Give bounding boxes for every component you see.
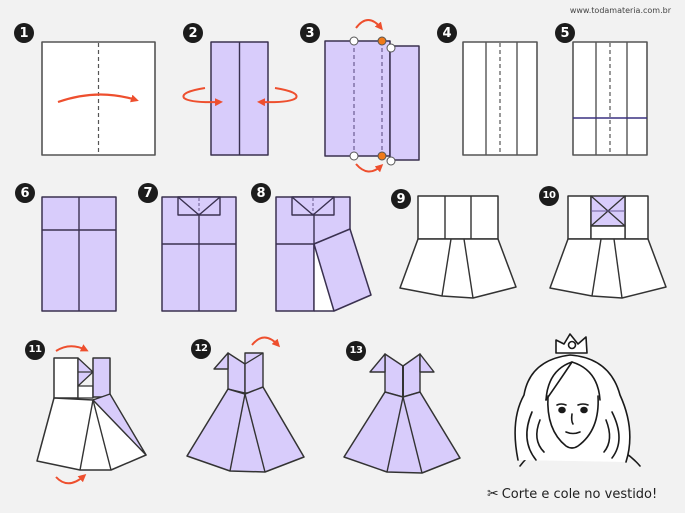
cut-and-paste-caption: ✂ Corte e cole no vestido! — [487, 486, 657, 502]
step-badge-7: 7 — [138, 183, 158, 203]
caption-text: Corte e cole no vestido! — [501, 486, 658, 502]
step-badge-8: 8 — [251, 183, 271, 203]
skirt-flap-fold-icon — [275, 196, 372, 312]
unfolded-four-panels-icon — [462, 41, 538, 156]
scissors-icon: ✂ — [487, 486, 499, 502]
step-badge-12: 12 — [191, 339, 211, 359]
side-fold-dress-icon — [36, 344, 147, 485]
bodice-cross-fold-icon — [549, 195, 667, 299]
step-badge-6: 6 — [15, 183, 35, 203]
watermark-url: www.todamateria.com.br — [569, 6, 671, 15]
step-badge-5: 5 — [555, 23, 575, 43]
step-badge-13: 13 — [346, 341, 366, 361]
horizontal-crease-icon — [572, 41, 648, 156]
step-badge-1: 1 — [14, 23, 34, 43]
step-badge-2: 2 — [183, 23, 203, 43]
white-dress-base-icon — [399, 195, 517, 299]
fold-lines-markers-icon — [324, 19, 420, 173]
finished-dress-icon — [343, 353, 461, 474]
step-badge-9: 9 — [391, 189, 411, 209]
collar-fold-icon — [161, 196, 237, 312]
fold-sides-to-center-icon — [182, 41, 298, 156]
sleeve-fold-dress-icon — [186, 336, 305, 473]
step-badge-4: 4 — [437, 23, 457, 43]
square-fold-vertical-icon — [41, 41, 156, 156]
step-badge-10: 10 — [539, 186, 559, 206]
step-badge-11: 11 — [25, 340, 45, 360]
purple-quartered-sheet-icon — [41, 196, 117, 312]
princess-head-icon — [514, 333, 641, 467]
step-badge-3: 3 — [300, 23, 320, 43]
